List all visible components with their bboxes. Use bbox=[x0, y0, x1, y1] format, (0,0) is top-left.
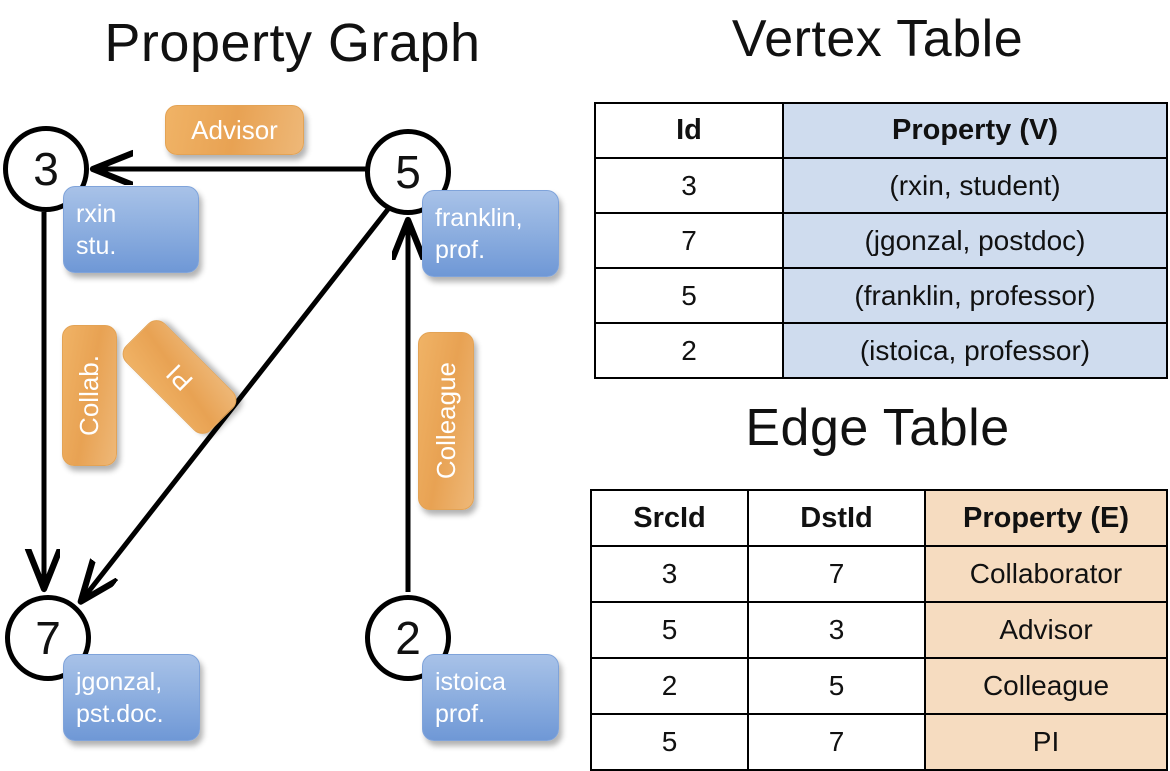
edge-label-collab[interactable]: Collab. bbox=[62, 325, 117, 466]
property-graph-diagram: 3 5 7 2 rxin stu. franklin, prof. jgonza… bbox=[0, 0, 585, 760]
table-row[interactable]: 3 7 Collaborator bbox=[590, 545, 1168, 603]
edge-cell-property: Colleague bbox=[924, 657, 1168, 715]
vertex-property-box-franklin[interactable]: franklin, prof. bbox=[422, 190, 559, 277]
edge-table-header-row: SrcId DstId Property (E) bbox=[590, 489, 1168, 547]
table-row[interactable]: 2 (istoica, professor) bbox=[594, 322, 1168, 379]
edge-label-advisor[interactable]: Advisor bbox=[165, 105, 304, 155]
edge-label-advisor-text: Advisor bbox=[191, 114, 278, 145]
vertex-table-header-property: Property (V) bbox=[782, 102, 1168, 159]
vertex-table: Id Property (V) 3 (rxin, student) 7 (jgo… bbox=[594, 102, 1168, 379]
edge-cell-dstid: 7 bbox=[747, 713, 926, 771]
vertex-cell-property: (jgonzal, postdoc) bbox=[782, 212, 1168, 269]
vertex-cell-id: 2 bbox=[594, 322, 784, 379]
vertex-cell-id: 3 bbox=[594, 157, 784, 214]
table-row[interactable]: 2 5 Colleague bbox=[590, 657, 1168, 715]
vertex-property-istoica-line1: istoica bbox=[435, 667, 506, 696]
vertex-property-box-istoica[interactable]: istoica prof. bbox=[422, 654, 559, 741]
edge-label-colleague-text: Colleague bbox=[430, 362, 461, 480]
vertex-node-2[interactable]: 2 bbox=[365, 595, 451, 681]
edge-label-collab-text: Collab. bbox=[74, 355, 104, 436]
edge-label-pi-text: PI bbox=[159, 358, 199, 397]
vertex-cell-property: (rxin, student) bbox=[782, 157, 1168, 214]
vertex-cell-id: 7 bbox=[594, 212, 784, 269]
edge-cell-srcid: 5 bbox=[590, 601, 749, 659]
edge-cell-property: Advisor bbox=[924, 601, 1168, 659]
edge-cell-dstid: 5 bbox=[747, 657, 926, 715]
vertex-property-rxin-line1: rxin bbox=[76, 199, 117, 228]
edge-label-colleague[interactable]: Colleague bbox=[418, 332, 474, 510]
page-title-property-graph: Property Graph bbox=[104, 13, 481, 73]
page-title-vertex-table: Vertex Table bbox=[731, 10, 1024, 68]
vertex-property-rxin-line2: stu. bbox=[76, 231, 117, 260]
vertex-property-jgonzal-line1: jgonzal, bbox=[76, 667, 163, 696]
edge-cell-property: PI bbox=[924, 713, 1168, 771]
vertex-table-header-id: Id bbox=[594, 102, 784, 159]
vertex-property-franklin-line2: prof. bbox=[435, 235, 486, 264]
edge-cell-srcid: 2 bbox=[590, 657, 749, 715]
edge-table: SrcId DstId Property (E) 3 7 Collaborato… bbox=[590, 489, 1168, 771]
edge-table-header-srcid: SrcId bbox=[590, 489, 749, 547]
edge-cell-dstid: 3 bbox=[747, 601, 926, 659]
edge-cell-property: Collaborator bbox=[924, 545, 1168, 603]
table-row[interactable]: 3 (rxin, student) bbox=[594, 157, 1168, 214]
edge-cell-srcid: 3 bbox=[590, 545, 749, 603]
vertex-node-5[interactable]: 5 bbox=[365, 129, 451, 215]
edge-table-header-property: Property (E) bbox=[924, 489, 1168, 547]
table-row[interactable]: 7 (jgonzal, postdoc) bbox=[594, 212, 1168, 269]
table-row[interactable]: 5 (franklin, professor) bbox=[594, 267, 1168, 324]
vertex-property-box-rxin[interactable]: rxin stu. bbox=[63, 186, 199, 273]
vertex-property-box-jgonzal[interactable]: jgonzal, pst.doc. bbox=[63, 654, 200, 741]
vertex-table-header-row: Id Property (V) bbox=[594, 102, 1168, 159]
edge-table-header-dstid: DstId bbox=[747, 489, 926, 547]
vertex-cell-property: (franklin, professor) bbox=[782, 267, 1168, 324]
table-row[interactable]: 5 3 Advisor bbox=[590, 601, 1168, 659]
table-row[interactable]: 5 7 PI bbox=[590, 713, 1168, 771]
vertex-cell-id: 5 bbox=[594, 267, 784, 324]
edge-cell-srcid: 5 bbox=[590, 713, 749, 771]
vertex-property-istoica-line2: prof. bbox=[435, 699, 486, 728]
vertex-cell-property: (istoica, professor) bbox=[782, 322, 1168, 379]
vertex-property-jgonzal-line2: pst.doc. bbox=[76, 699, 164, 728]
page-title-edge-table: Edge Table bbox=[745, 399, 1010, 457]
vertex-property-franklin-line1: franklin, bbox=[435, 203, 523, 232]
edge-cell-dstid: 7 bbox=[747, 545, 926, 603]
